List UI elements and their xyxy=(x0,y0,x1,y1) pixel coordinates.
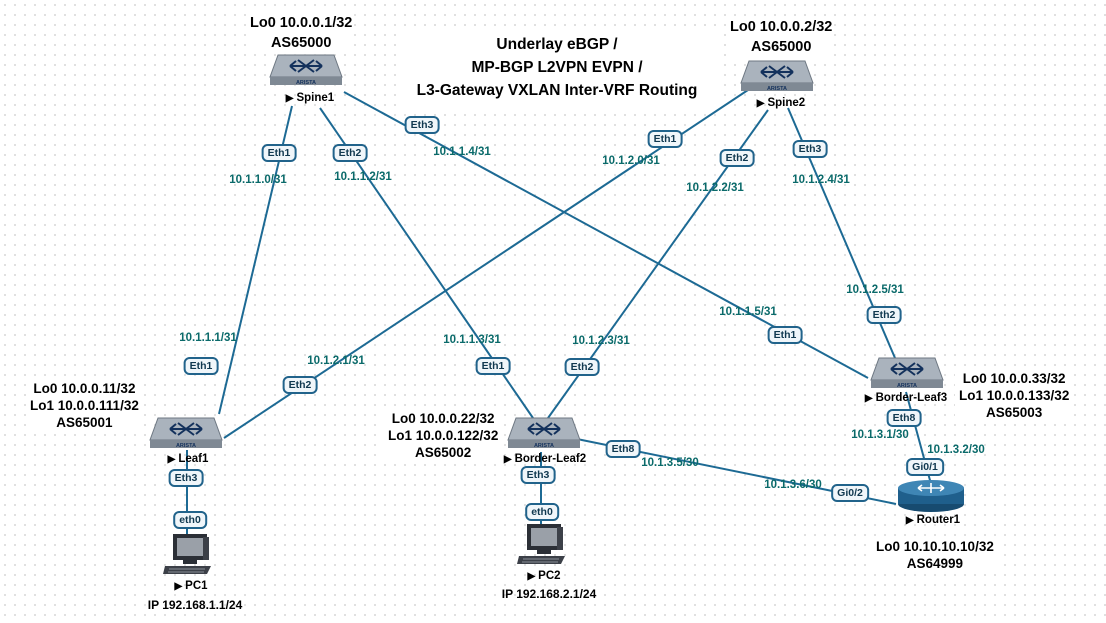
pc1-pc-icon xyxy=(163,534,211,574)
svg-text:ARISTA: ARISTA xyxy=(534,443,554,449)
pc1-port-eth0[interactable]: eth0 xyxy=(173,511,207,529)
router1-as: AS64999 xyxy=(906,556,964,571)
spine1-port-eth2[interactable]: Eth2 xyxy=(332,144,368,162)
router1-label[interactable]: ▶Router1 xyxy=(905,514,961,526)
bleaf3-port-eth8[interactable]: Eth8 xyxy=(886,409,922,427)
play-icon: ▶ xyxy=(174,581,183,592)
pc1-label[interactable]: ▶PC1 xyxy=(174,580,208,592)
spine1-switch-icon: ARISTA xyxy=(269,54,343,86)
play-icon: ▶ xyxy=(285,93,294,104)
network-label: 10.1.1.0/31 xyxy=(229,174,287,186)
title-line-2: MP-BGP L2VPN EVPN / xyxy=(471,59,643,76)
spine2-info: Lo0 10.0.0.2/32 AS65000 xyxy=(728,17,835,57)
network-label: 10.1.1.5/31 xyxy=(719,306,777,318)
svg-text:ARISTA: ARISTA xyxy=(176,443,196,449)
pc2-port-eth0[interactable]: eth0 xyxy=(525,503,559,521)
network-label: 10.1.2.1/31 xyxy=(307,355,365,367)
router1-port-gi01[interactable]: Gi0/1 xyxy=(906,458,944,476)
leaf1-lo1: Lo1 10.0.0.111/32 xyxy=(30,398,139,413)
leaf1-info: Lo0 10.0.0.11/32 Lo1 10.0.0.111/32 AS650… xyxy=(26,378,143,433)
network-label: 10.1.3.6/30 xyxy=(764,479,822,491)
play-icon: ▶ xyxy=(503,454,512,465)
pc2-ip: IP 192.168.2.1/24 xyxy=(501,587,597,601)
bleaf3-info: Lo0 10.0.0.33/32 Lo1 10.0.0.133/32 AS650… xyxy=(955,368,1074,423)
bleaf2-label[interactable]: ▶Border-Leaf2 xyxy=(503,453,587,465)
play-icon: ▶ xyxy=(756,98,765,109)
spine2-switch-icon: ARISTA xyxy=(740,60,814,92)
leaf1-label[interactable]: ▶Leaf1 xyxy=(167,453,209,465)
network-label: 10.1.2.5/31 xyxy=(846,284,904,296)
bleaf2-as: AS65002 xyxy=(415,445,472,460)
pc2-pc-icon xyxy=(517,524,565,564)
spine2-port-eth2[interactable]: Eth2 xyxy=(719,149,755,167)
spine1-label[interactable]: ▶Spine1 xyxy=(285,92,335,104)
play-icon: ▶ xyxy=(167,454,176,465)
network-label: 10.1.1.1/31 xyxy=(179,332,237,344)
spine2-lo0: Lo0 10.0.0.2/32 xyxy=(730,19,833,35)
bleaf3-label[interactable]: ▶Border-Leaf3 xyxy=(864,392,948,404)
leaf1-switch-icon: ARISTA xyxy=(149,417,223,449)
svg-text:ARISTA: ARISTA xyxy=(296,80,316,86)
spine1-info: Lo0 10.0.0.1/32 AS65000 xyxy=(248,13,355,53)
diagram-title: Underlay eBGP / MP-BGP L2VPN EVPN / L3-G… xyxy=(398,34,716,106)
bleaf2-lo0: Lo0 10.0.0.22/32 xyxy=(391,411,495,426)
spine2-as: AS65000 xyxy=(750,39,812,55)
router1-port-gi02[interactable]: Gi0/2 xyxy=(831,484,869,502)
bleaf2-port-eth8[interactable]: Eth8 xyxy=(605,440,641,458)
bleaf2-port-eth2[interactable]: Eth2 xyxy=(564,358,600,376)
network-label: 10.1.3.5/30 xyxy=(641,457,699,469)
bleaf3-port-eth2[interactable]: Eth2 xyxy=(866,306,902,324)
play-icon: ▶ xyxy=(527,571,536,582)
network-label: 10.1.3.1/30 xyxy=(851,429,909,441)
play-icon: ▶ xyxy=(905,515,914,526)
network-label: 10.1.2.4/31 xyxy=(792,174,850,186)
network-label: 10.1.2.2/31 xyxy=(686,182,744,194)
leaf1-port-eth1[interactable]: Eth1 xyxy=(183,357,219,375)
title-line-1: Underlay eBGP / xyxy=(496,36,618,53)
title-line-3: L3-Gateway VXLAN Inter-VRF Routing xyxy=(416,82,698,99)
leaf1-lo0: Lo0 10.0.0.11/32 xyxy=(33,381,136,396)
pc1-ip: IP 192.168.1.1/24 xyxy=(147,598,243,612)
bleaf2-port-eth1[interactable]: Eth1 xyxy=(475,357,511,375)
network-label: 10.1.3.2/30 xyxy=(927,444,985,456)
network-label: 10.1.2.0/31 xyxy=(602,155,660,167)
spine2-port-eth3[interactable]: Eth3 xyxy=(792,140,828,158)
spine2-label[interactable]: ▶Spine2 xyxy=(756,97,806,109)
bleaf2-info: Lo0 10.0.0.22/32 Lo1 10.0.0.122/32 AS650… xyxy=(384,408,503,463)
router1-lo0: Lo0 10.10.10.10/32 xyxy=(876,539,994,554)
bleaf2-lo1: Lo1 10.0.0.122/32 xyxy=(388,428,499,443)
bleaf3-lo1: Lo1 10.0.0.133/32 xyxy=(959,388,1070,403)
spine1-lo0: Lo0 10.0.0.1/32 xyxy=(250,15,353,31)
svg-text:ARISTA: ARISTA xyxy=(767,86,787,92)
leaf1-port-eth2[interactable]: Eth2 xyxy=(282,376,318,394)
network-label: 10.1.1.2/31 xyxy=(334,171,392,183)
spine1-as: AS65000 xyxy=(270,35,332,51)
play-icon: ▶ xyxy=(864,393,873,404)
leaf1-port-eth3[interactable]: Eth3 xyxy=(168,469,204,487)
bleaf3-as: AS65003 xyxy=(986,405,1043,420)
bleaf2-port-eth3[interactable]: Eth3 xyxy=(520,466,556,484)
spine1-port-eth1[interactable]: Eth1 xyxy=(261,144,297,162)
router1-router-icon xyxy=(898,480,964,512)
leaf1-as: AS65001 xyxy=(56,415,113,430)
network-label: 10.1.2.3/31 xyxy=(572,335,630,347)
router1-info: Lo0 10.10.10.10/32 AS64999 xyxy=(872,536,998,574)
svg-text:ARISTA: ARISTA xyxy=(897,383,917,389)
network-label: 10.1.1.4/31 xyxy=(433,146,491,158)
bleaf3-switch-icon: ARISTA xyxy=(870,357,944,389)
bleaf3-port-eth1[interactable]: Eth1 xyxy=(767,326,803,344)
network-label: 10.1.1.3/31 xyxy=(443,334,501,346)
bleaf3-lo0: Lo0 10.0.0.33/32 xyxy=(962,371,1066,386)
spine2-port-eth1[interactable]: Eth1 xyxy=(647,130,683,148)
spine1-port-eth3[interactable]: Eth3 xyxy=(404,116,440,134)
pc2-label[interactable]: ▶PC2 xyxy=(527,570,561,582)
bleaf2-switch-icon: ARISTA xyxy=(507,417,581,449)
